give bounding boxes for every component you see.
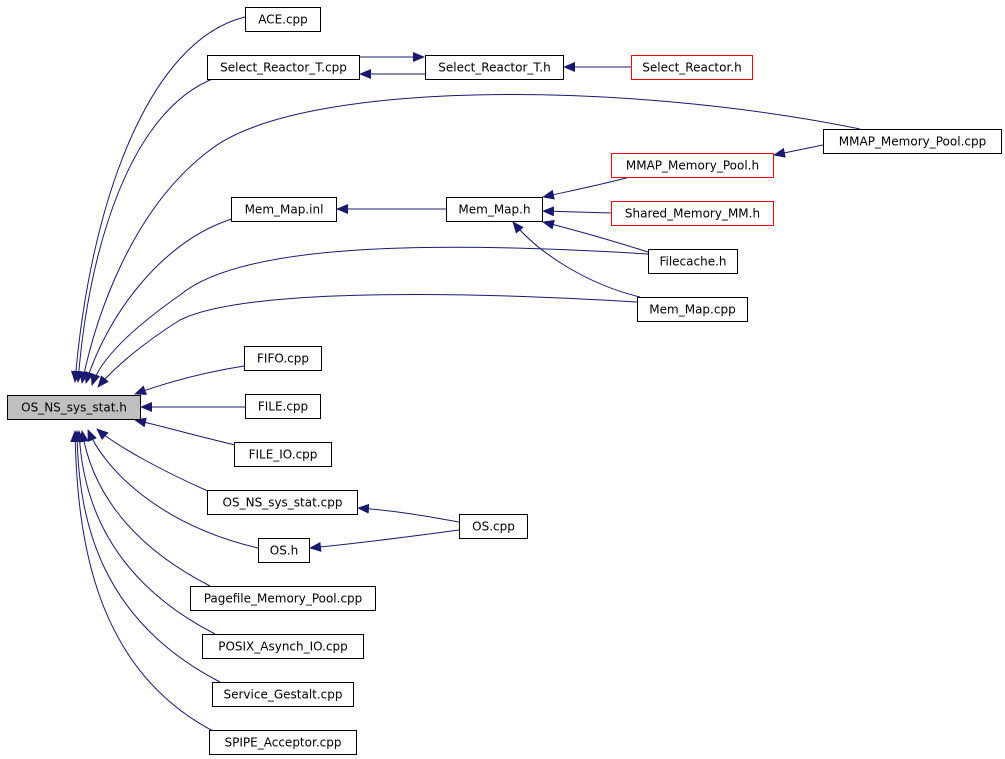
edge-service_gestalt_cpp-to-os_ns_sys_stat_h — [72, 430, 221, 683]
node-shared-memory-mm-h[interactable]: Shared_Memory_MM.h — [611, 201, 774, 226]
node-label: ACE.cpp — [258, 13, 308, 27]
edge-mmap_memory_pool_cpp-to-mmap_memory_pool_h — [773, 144, 824, 158]
edge-pagefile_memory_pool_cpp-to-os_ns_sys_stat_h — [78, 430, 211, 587]
edge-os_h-to-os_ns_sys_stat_h — [87, 429, 259, 549]
node-label: FILE_IO.cpp — [249, 448, 318, 462]
edge-spipe_acceptor_cpp-to-os_ns_sys_stat_h — [70, 430, 216, 733]
node-os-ns-sys-stat-cpp[interactable]: OS_NS_sys_stat.cpp — [207, 490, 358, 515]
edge-filecache_h-to-mem_map_h — [542, 219, 649, 253]
edge-mem_map_inl-to-os_ns_sys_stat_h — [84, 217, 236, 384]
node-label: Mem_Map.cpp — [649, 303, 735, 317]
node-service-gestalt-cpp[interactable]: Service_Gestalt.cpp — [212, 682, 354, 707]
node-label: Mem_Map.inl — [245, 203, 324, 217]
node-os-cpp[interactable]: OS.cpp — [459, 514, 528, 539]
node-label: Shared_Memory_MM.h — [625, 207, 760, 221]
node-box — [202, 634, 364, 659]
node-mem-map-inl[interactable]: Mem_Map.inl — [231, 197, 337, 222]
node-file-cpp[interactable]: FILE.cpp — [245, 394, 321, 419]
node-label: Select_Reactor_T.h — [438, 61, 550, 75]
edge-filecache_h-to-os_ns_sys_stat_h — [90, 246, 649, 386]
node-label: Select_Reactor_T.cpp — [220, 61, 347, 75]
node-label: Service_Gestalt.cpp — [223, 688, 342, 702]
node-label: FILE.cpp — [258, 400, 308, 414]
node-box — [425, 55, 564, 80]
node-box — [7, 395, 141, 420]
edge-mmap_memory_pool_h-to-mem_map_h — [542, 176, 631, 200]
node-box — [245, 394, 321, 419]
node-box — [637, 297, 748, 322]
node-label: Pagefile_Memory_Pool.cpp — [204, 592, 363, 606]
node-select-reactor-t-cpp[interactable]: Select_Reactor_T.cpp — [207, 55, 360, 80]
node-label: MMAP_Memory_Pool.h — [626, 159, 759, 173]
edge-os_cpp-to-os_ns_sys_stat_cpp — [357, 503, 460, 523]
node-label: Select_Reactor.h — [642, 61, 741, 75]
node-os-ns-sys-stat-h[interactable]: OS_NS_sys_stat.h — [7, 395, 141, 420]
node-box — [209, 730, 357, 755]
node-box — [244, 346, 322, 371]
node-box — [631, 55, 753, 80]
node-box — [611, 153, 774, 178]
node-label: SPIPE_Acceptor.cpp — [225, 736, 342, 750]
node-label: OS_NS_sys_stat.h — [21, 401, 127, 415]
edge-ace_cpp-to-os_ns_sys_stat_h — [70, 16, 246, 383]
node-mmap-memory-pool-cpp[interactable]: MMAP_Memory_Pool.cpp — [823, 129, 1002, 154]
edge-mmap_memory_pool_cpp-to-os_ns_sys_stat_h — [79, 94, 861, 384]
node-label: FIFO.cpp — [257, 352, 309, 366]
node-box — [234, 442, 332, 467]
node-select-reactor-t-h[interactable]: Select_Reactor_T.h — [425, 55, 564, 80]
node-label: OS_NS_sys_stat.cpp — [223, 496, 343, 510]
edge-mem_map_cpp-to-mem_map_h — [512, 221, 641, 298]
edge-mem_map_cpp-to-os_ns_sys_stat_h — [97, 294, 638, 388]
node-filecache-h[interactable]: Filecache.h — [648, 249, 738, 274]
node-box — [611, 201, 774, 226]
node-label: OS.cpp — [472, 520, 515, 534]
node-box — [207, 490, 358, 515]
node-posix-asynch-io-cpp[interactable]: POSIX_Asynch_IO.cpp — [202, 634, 364, 659]
node-box — [823, 129, 1002, 154]
edge-file_io_cpp-to-os_ns_sys_stat_h — [134, 417, 241, 447]
edge-select_reactor_t_cpp-to-os_ns_sys_stat_h — [73, 77, 216, 383]
node-box — [207, 55, 360, 80]
node-label: Mem_Map.h — [458, 203, 530, 217]
node-box — [212, 682, 354, 707]
node-file-io-cpp[interactable]: FILE_IO.cpp — [234, 442, 332, 467]
node-box — [446, 197, 543, 222]
node-mem-map-cpp[interactable]: Mem_Map.cpp — [637, 297, 748, 322]
edge-shared_memory_mm_h-to-mem_map_h — [542, 206, 612, 217]
node-layer: OS_NS_sys_stat.h ACE.cppSelect_Reactor_T.… — [7, 7, 1002, 755]
node-label: POSIX_Asynch_IO.cpp — [218, 640, 348, 654]
node-label: MMAP_Memory_Pool.cpp — [839, 135, 986, 149]
node-mmap-memory-pool-h[interactable]: MMAP_Memory_Pool.h — [611, 153, 774, 178]
edge-fifo_cpp-to-os_ns_sys_stat_h — [134, 365, 245, 395]
node-box — [459, 514, 528, 539]
edge-layer — [70, 16, 861, 733]
node-os-h[interactable]: OS.h — [258, 538, 310, 563]
node-box — [231, 197, 337, 222]
node-spipe-acceptor-cpp[interactable]: SPIPE_Acceptor.cpp — [209, 730, 357, 755]
node-ace-cpp[interactable]: ACE.cpp — [245, 7, 321, 32]
node-select-reactor-h[interactable]: Select_Reactor.h — [631, 55, 753, 80]
edge-os_cpp-to-os_h — [309, 529, 460, 552]
edge-os_ns_sys_stat_cpp-to-os_ns_sys_stat_h — [96, 428, 211, 493]
edge-posix_asynch_io_cpp-to-os_ns_sys_stat_h — [74, 430, 216, 635]
node-box — [648, 249, 738, 274]
node-mem-map-h[interactable]: Mem_Map.h — [446, 197, 543, 222]
node-box — [245, 7, 321, 32]
node-fifo-cpp[interactable]: FIFO.cpp — [244, 346, 322, 371]
node-label: OS.h — [270, 544, 298, 558]
node-box — [258, 538, 310, 563]
node-pagefile-memory-pool-cpp[interactable]: Pagefile_Memory_Pool.cpp — [190, 586, 376, 611]
node-label: Filecache.h — [659, 255, 726, 269]
node-box — [190, 586, 376, 611]
